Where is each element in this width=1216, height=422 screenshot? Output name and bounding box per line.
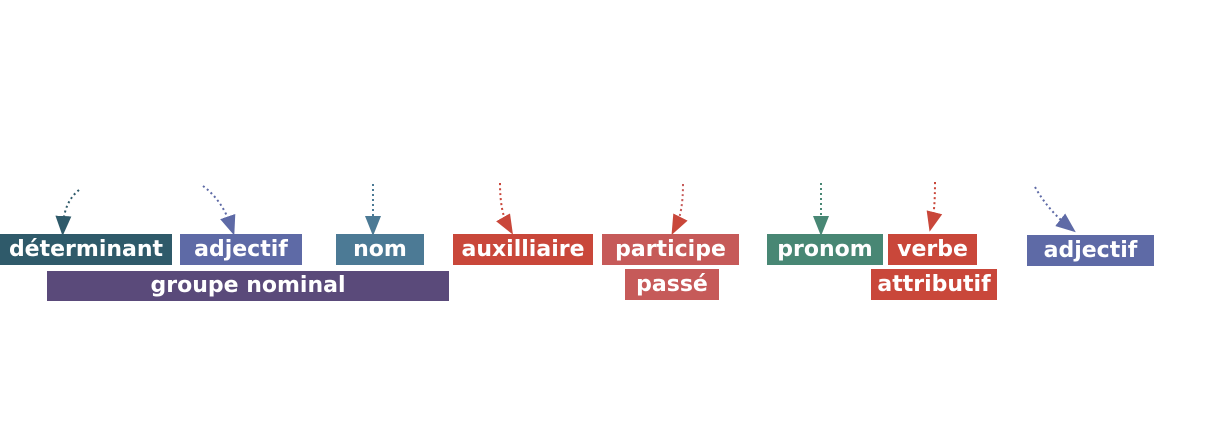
label-adjectif-2: adjectif [1027,235,1154,266]
arrow-adjectif-2 [1034,186,1076,233]
arrow-adjectif-1 [202,185,236,236]
label-participe: participe [602,234,739,265]
arrow-auxilliaire [496,182,513,235]
arrow-participe [671,183,688,235]
arrow-verbe [926,181,943,232]
label-passe: passé [625,269,719,300]
label-pronom: pronom [767,234,883,265]
label-attributif: attributif [871,269,997,300]
label-auxilliaire: auxilliaire [453,234,593,265]
label-groupe-nominal: groupe nominal [47,271,449,301]
label-verbe: verbe [888,234,977,265]
label-adjectif-1: adjectif [180,234,302,265]
arrow-determinant [55,189,80,236]
label-nom: nom [336,234,424,265]
label-determinant: déterminant [0,234,172,265]
